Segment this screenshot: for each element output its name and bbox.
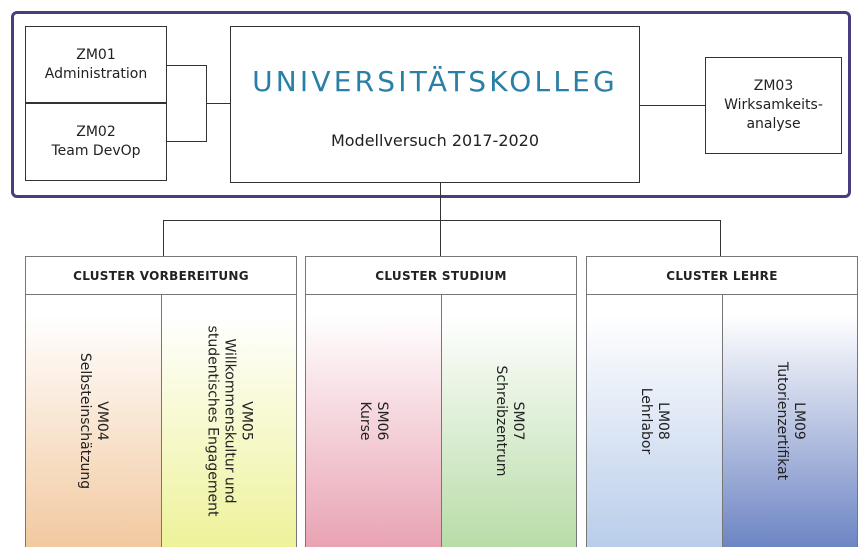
cluster-title: CLUSTER STUDIUM	[306, 257, 576, 295]
zm02-code: ZM02	[76, 124, 116, 140]
zm01-code: ZM01	[76, 46, 116, 63]
trunk-line	[440, 183, 441, 256]
module-vm05: VM05 Willkommenskultur und studentisches…	[160, 295, 296, 547]
connector-zm03	[640, 105, 705, 106]
module-code: VM04	[94, 401, 111, 441]
module-sm07: SM07 Schreibzentrum	[440, 295, 576, 547]
module-name: Schreibzentrum	[492, 365, 509, 477]
connector-zm02	[167, 141, 206, 142]
module-code: LM09	[790, 402, 807, 440]
module-code: LM08	[655, 402, 672, 440]
cluster-title: CLUSTER LEHRE	[587, 257, 857, 295]
zm03-code: ZM03	[753, 78, 794, 94]
module-vm04: VM04 Selbsteinschätzung	[26, 295, 161, 547]
zm03-box: ZM03 Wirksamkeits- analyse	[705, 57, 842, 154]
zm03-label-line2: analyse	[746, 116, 801, 132]
cluster-studium: CLUSTER STUDIUM SM06 Kurse SM07 Schreibz…	[305, 256, 577, 547]
module-name: Selbsteinschätzung	[77, 352, 94, 490]
module-code: VM05	[238, 401, 255, 441]
zm02-box: ZM02 Team DevOp	[25, 103, 167, 181]
zm03-label-line1: Wirksamkeits-	[724, 97, 823, 113]
module-label: LM08 Lehrlabor	[637, 388, 671, 454]
module-name: Lehrlabor	[638, 387, 655, 455]
module-name: Kurse	[357, 401, 374, 441]
module-code: SM06	[374, 401, 391, 441]
zm02-label: Team DevOp	[51, 143, 141, 159]
module-sm06: SM06 Kurse	[306, 295, 441, 547]
branch-drop-3	[720, 220, 721, 256]
module-code: SM07	[509, 401, 526, 441]
module-name: studentisches Engagement	[204, 325, 221, 517]
zm01-box: ZM01 Administration	[25, 26, 167, 103]
branch-line	[163, 220, 720, 221]
module-label: VM05 Willkommenskultur und studentisches…	[203, 326, 254, 517]
module-label: VM04 Selbsteinschätzung	[76, 353, 110, 489]
module-label: LM09 Tutorienzertifikat	[773, 362, 807, 480]
connector-zm-main	[206, 103, 230, 104]
module-name: Tutorienzertifikat	[773, 361, 790, 481]
module-name: Willkommenskultur und	[221, 338, 238, 504]
cluster-lehre: CLUSTER LEHRE LM08 Lehrlabor LM09 Tutori…	[586, 256, 858, 547]
main-subtitle: Modellversuch 2017-2020	[330, 131, 540, 150]
header-frame	[11, 11, 851, 198]
zm01-label: Administration	[44, 65, 148, 82]
connector-zm01	[167, 65, 206, 66]
main-title: UNIVERSITÄTSKOLLEG	[252, 65, 618, 98]
module-label: SM07 Schreibzentrum	[492, 366, 526, 477]
cluster-vorbereitung: CLUSTER VORBEREITUNG VM04 Selbsteinschät…	[25, 256, 297, 547]
main-box: UNIVERSITÄTSKOLLEG Modellversuch 2017-20…	[230, 26, 640, 183]
branch-drop-1	[163, 220, 164, 256]
module-lm08: LM08 Lehrlabor	[587, 295, 722, 547]
module-lm09: LM09 Tutorienzertifikat	[721, 295, 857, 547]
module-label: SM06 Kurse	[356, 401, 390, 440]
cluster-title: CLUSTER VORBEREITUNG	[26, 257, 296, 295]
